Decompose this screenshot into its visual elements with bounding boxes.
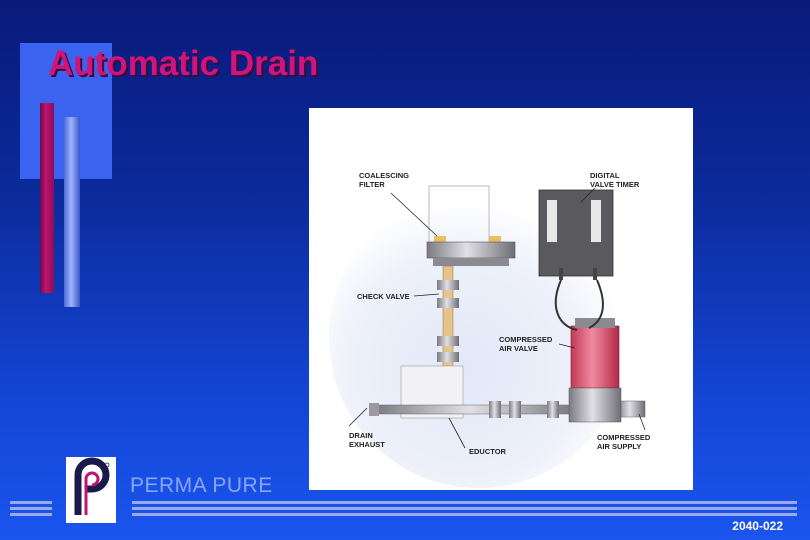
footer-divider-left <box>10 501 52 504</box>
label-coalescing-filter-2: FILTER <box>359 180 385 189</box>
digital-valve-timer <box>538 189 614 280</box>
label-eductor: EDUCTOR <box>469 447 507 456</box>
label-coalescing-filter-1: COALESCING <box>359 171 409 180</box>
footer-divider <box>132 501 797 504</box>
perma-pure-logo <box>66 457 116 523</box>
label-compressed-air-valve-2: AIR VALVE <box>499 344 538 353</box>
label-digital-valve-timer-1: DIGITAL <box>590 171 620 180</box>
slide-title: Automatic Drain <box>48 44 319 83</box>
label-compressed-air-valve-1: COMPRESSED <box>499 335 553 344</box>
label-compressed-air-supply-1: COMPRESSED <box>597 433 651 442</box>
brand-name: PERMA PURE <box>130 474 273 497</box>
footer-divider-left <box>10 513 52 516</box>
label-check-valve: CHECK VALVE <box>357 292 410 301</box>
label-digital-valve-timer-2: VALVE TIMER <box>590 180 640 189</box>
footer-divider-left <box>10 507 52 510</box>
footer-divider <box>132 513 797 516</box>
label-drain-exhaust-2: EXHAUST <box>349 440 385 449</box>
compressed-air-valve <box>568 318 622 423</box>
footer-divider <box>132 507 797 510</box>
label-compressed-air-supply-2: AIR SUPPLY <box>597 442 641 451</box>
coalescing-filter <box>426 185 516 266</box>
automatic-drain-diagram: COALESCING FILTER DIGITAL VALVE TIMER CH… <box>309 108 693 490</box>
label-drain-exhaust-1: DRAIN <box>349 431 373 440</box>
decorative-bar-blue <box>64 117 80 307</box>
decorative-bar-red <box>40 103 54 293</box>
slide-code: 2040-022 <box>732 519 783 533</box>
